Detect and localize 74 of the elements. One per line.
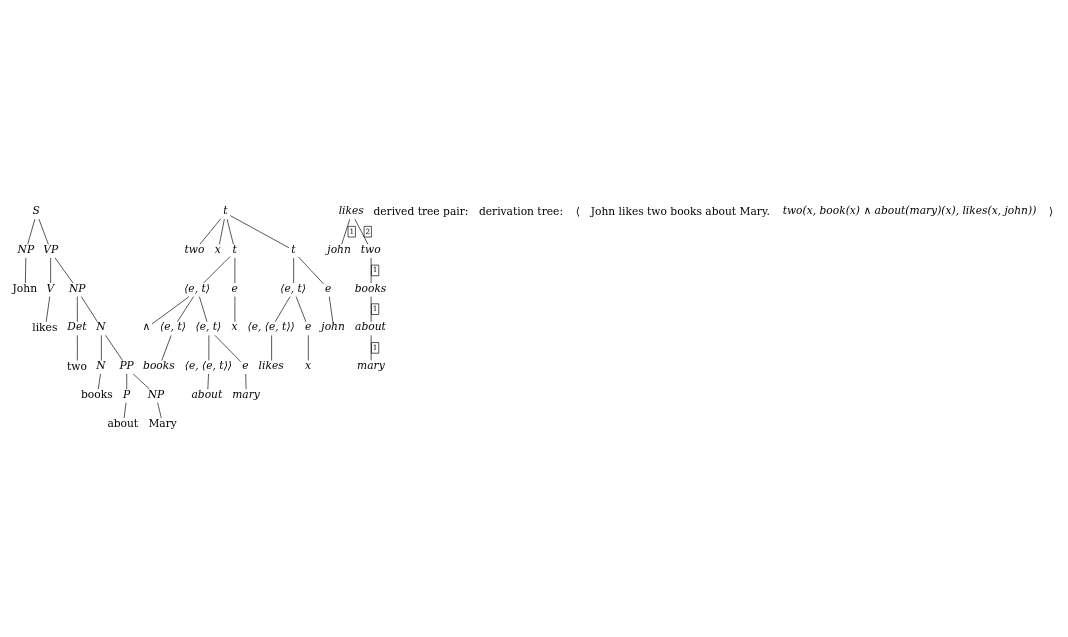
connector [80, 296, 98, 323]
connector [354, 218, 369, 245]
node-text: t [223, 204, 228, 218]
node-text: NP [147, 387, 165, 401]
connector [295, 296, 307, 323]
node-text: likes [32, 321, 58, 335]
node-text: likes [338, 204, 364, 218]
node-text: john [327, 242, 351, 256]
node-text: two [66, 359, 87, 373]
node-text: about [355, 320, 386, 334]
connector [45, 296, 51, 323]
connector [25, 257, 27, 284]
node-text: S [32, 204, 40, 218]
connector [151, 296, 190, 325]
node-text: books [143, 359, 175, 373]
connector [105, 335, 123, 361]
connector [298, 256, 324, 285]
label: two(x, book(x) ∧ about(mary)(x), likes(x, john)) [782, 204, 1037, 218]
node-text: PP [119, 359, 134, 373]
node-text: ⟨e, t⟩ [195, 320, 222, 334]
node-text: john [321, 320, 345, 334]
node-text: t [232, 242, 237, 256]
node-text: V [46, 281, 55, 295]
label: ⟩ [1049, 204, 1054, 218]
node-text: e [231, 281, 238, 295]
node-text: ⟨e, t⟩ [280, 281, 307, 295]
node-text: books [354, 281, 387, 295]
node-text: VP [43, 242, 59, 256]
node-text: about [107, 417, 139, 431]
connector [229, 215, 290, 249]
connector [370, 296, 372, 323]
node-text: NP [69, 281, 86, 295]
node-text: Mary [148, 417, 177, 431]
node-text: likes [258, 359, 284, 373]
label: derivation tree: [478, 204, 563, 218]
connector [177, 296, 194, 323]
node-text: ⟨e, ⟨e, t⟩⟩ [184, 359, 232, 373]
connector [328, 296, 334, 323]
node-text: t [291, 242, 296, 256]
node-text: John [12, 282, 38, 296]
connector [199, 218, 222, 245]
label: derived tree pair: [373, 204, 469, 218]
node-text: mary [232, 387, 260, 401]
node-text: books [81, 388, 113, 402]
label: ⟨ [575, 204, 580, 218]
node-text: two [360, 242, 381, 256]
node-text: ∧ [142, 320, 151, 334]
node-text: NP [17, 242, 35, 256]
node-text: x [231, 320, 238, 334]
node-text: x [214, 242, 221, 256]
node-text: ⟨e, ⟨e, t⟩⟩ [247, 320, 295, 334]
node-text: x [305, 359, 312, 373]
connector [370, 335, 372, 361]
connector [199, 296, 208, 323]
node-text: ⟨e, t⟩ [184, 281, 210, 295]
node-text: N [96, 320, 106, 334]
node-text: N [96, 359, 106, 373]
node-text: ⟨e, t⟩ [160, 320, 186, 334]
label: John likes two books about Mary. [590, 204, 770, 218]
node-text: e [325, 281, 332, 295]
node-text: about [191, 387, 223, 401]
node-text: mary [357, 359, 385, 373]
connector [274, 296, 291, 323]
connector [219, 218, 225, 245]
connector [207, 373, 209, 390]
node-text: two [184, 242, 205, 256]
connector [341, 218, 351, 245]
connector [370, 257, 372, 284]
node-text: e [242, 359, 249, 373]
node-text: Det [67, 320, 87, 334]
connector [132, 373, 150, 390]
node-text: P [123, 387, 131, 401]
connector [97, 373, 101, 390]
node-text: e [305, 320, 312, 334]
